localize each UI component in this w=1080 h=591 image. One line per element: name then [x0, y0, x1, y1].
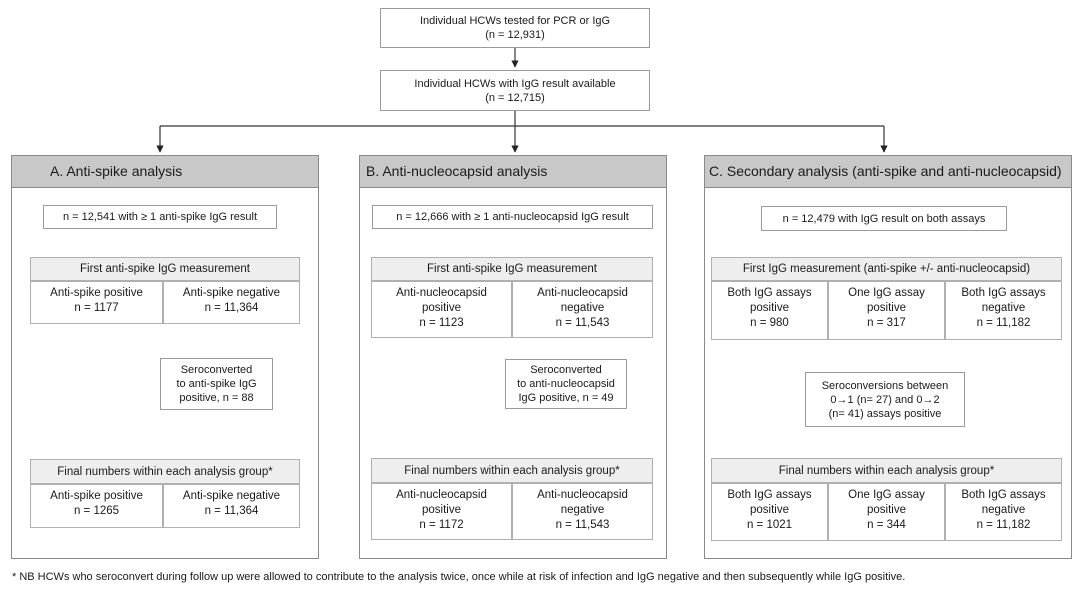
box-tested: Individual HCWs tested for PCR or IgG (n… — [380, 8, 650, 48]
panel-c-fboth-n: n = 1021 — [746, 519, 793, 531]
panel-b-final-text: Final numbers within each analysis group… — [404, 464, 620, 477]
panel-c-final-text: Final numbers within each analysis group… — [778, 464, 995, 477]
panel-a-start-box: n = 12,541 with ≥ 1 anti-spike IgG resul… — [43, 205, 277, 229]
panel-c-fone-label2: positive — [867, 504, 906, 516]
panel-b-final-negative-label2: negative — [560, 504, 605, 516]
panel-b-header: B. Anti-nucleocapsid analysis — [360, 156, 666, 188]
panel-c-both-positive: Both IgG assays positive n = 980 — [711, 281, 828, 340]
panel-c-both-negative: Both IgG assays negative n = 11,182 — [945, 281, 1062, 340]
panel-a-negative-n: n = 11,364 — [204, 302, 259, 314]
panel-b-final-negative-label1: Anti-nucleocapsid — [537, 489, 628, 501]
box-tested-line1: Individual HCWs tested for PCR or IgG — [419, 15, 611, 27]
panel-a-positive: Anti-spike positive n = 1177 — [30, 281, 163, 324]
panel-b-positive-n: n = 1123 — [419, 317, 464, 329]
panel-b-sero-line1: Seroconverted — [530, 364, 602, 376]
panel-a-final-negative-label: Anti-spike negative — [182, 490, 281, 502]
panel-a-positive-n: n = 1177 — [74, 302, 119, 314]
panel-c-first-text: First IgG measurement (anti-spike +/- an… — [742, 263, 1031, 275]
panel-c-seroconversions: Seroconversions between 0→1 (n= 27) and … — [805, 372, 965, 427]
panel-a-title: A. Anti-spike analysis — [50, 163, 183, 179]
panel-c-start-text: n = 12,479 with IgG result on both assay… — [782, 212, 986, 225]
panel-c-one-n: n = 317 — [867, 317, 906, 329]
panel-a-final-negative: Anti-spike negative n = 11,364 — [163, 484, 300, 528]
panel-b-start-box: n = 12,666 with ≥ 1 anti-nucleocapsid Ig… — [372, 205, 653, 229]
box-tested-line2: (n = 12,931) — [485, 29, 545, 41]
panel-c-one-label2: positive — [867, 302, 906, 314]
panel-c-title: C. Secondary analysis (anti-spike and an… — [709, 163, 1062, 179]
panel-b-negative-n: n = 11,543 — [555, 317, 610, 329]
panel-b-final-positive-label2: positive — [422, 504, 461, 516]
panel-a-final-positive-n: n = 1265 — [73, 505, 120, 517]
panel-b-start-text: n = 12,666 with ≥ 1 anti-nucleocapsid Ig… — [396, 211, 629, 223]
panel-a-negative: Anti-spike negative n = 11,364 — [163, 281, 300, 324]
panel-b-positive: Anti-nucleocapsid positive n = 1123 — [371, 281, 512, 338]
panel-c-first-measurement: First IgG measurement (anti-spike +/- an… — [711, 257, 1062, 281]
panel-b-final-positive-label1: Anti-nucleocapsid — [396, 489, 487, 501]
panel-c-sero-line3: (n= 41) assays positive — [828, 407, 942, 420]
panel-b-negative: Anti-nucleocapsid negative n = 11,543 — [512, 281, 653, 338]
panel-c-fone-label1: One IgG assay — [848, 489, 925, 501]
panel-c-neg-label2: negative — [981, 302, 1026, 314]
panel-b-first-text: First anti-spike IgG measurement — [426, 263, 597, 275]
panel-a-start-text: n = 12,541 with ≥ 1 anti-spike IgG resul… — [62, 211, 258, 223]
panel-c-neg-label1: Both IgG assays — [961, 287, 1046, 299]
panel-a-final-positive: Anti-spike positive n = 1265 — [30, 484, 163, 528]
panel-b-sero-line2: to anti-nucleocapsid — [517, 378, 615, 390]
panel-c-final: Final numbers within each analysis group… — [711, 458, 1062, 483]
panel-b-title: B. Anti-nucleocapsid analysis — [366, 163, 548, 179]
panel-c-fboth-label1: Both IgG assays — [727, 489, 812, 501]
panel-c-sero-line1: Seroconversions between — [821, 379, 949, 392]
panel-c-fone-n: n = 344 — [867, 519, 906, 531]
panel-b-negative-label1: Anti-nucleocapsid — [537, 287, 628, 299]
panel-b-final-negative: Anti-nucleocapsid negative n = 11,543 — [512, 483, 653, 540]
panel-c-final-one-positive: One IgG assay positive n = 344 — [828, 483, 945, 541]
panel-a-positive-label: Anti-spike positive — [50, 287, 143, 299]
panel-a-negative-label: Anti-spike negative — [182, 287, 281, 299]
panel-b-positive-label1: Anti-nucleocapsid — [396, 287, 487, 299]
box-igg-available: Individual HCWs with IgG result availabl… — [380, 70, 650, 111]
panel-c-start-box: n = 12,479 with IgG result on both assay… — [761, 206, 1007, 231]
panel-c-neg-n: n = 11,182 — [976, 317, 1031, 329]
panel-c-both-label1: Both IgG assays — [727, 287, 812, 299]
panel-b-seroconverted: Seroconverted to anti-nucleocapsid IgG p… — [505, 359, 627, 409]
panel-a-header: A. Anti-spike analysis — [12, 156, 318, 188]
panel-c-fneg-n: n = 11,182 — [976, 519, 1031, 531]
panel-b-negative-label2: negative — [560, 302, 605, 314]
panel-b-final: Final numbers within each analysis group… — [371, 458, 653, 483]
panel-a-seroconverted: Seroconverted to anti-spike IgG positive… — [160, 358, 273, 410]
panel-a-final: Final numbers within each analysis group… — [30, 459, 300, 484]
box-igg-available-line2: (n = 12,715) — [485, 91, 545, 104]
panel-b-sero-line3: IgG positive, n = 49 — [518, 392, 614, 404]
panel-a-first-text: First anti-spike IgG measurement — [79, 263, 250, 275]
panel-c-fboth-label2: positive — [750, 504, 789, 516]
panel-c-one-positive: One IgG assay positive n = 317 — [828, 281, 945, 340]
box-igg-available-line1: Individual HCWs with IgG result availabl… — [414, 77, 616, 90]
panel-a-final-text: Final numbers within each analysis group… — [57, 465, 273, 478]
panel-c-final-both-positive: Both IgG assays positive n = 1021 — [711, 483, 828, 541]
panel-a-final-positive-label: Anti-spike positive — [50, 490, 143, 502]
panel-a-sero-line2: to anti-spike IgG — [176, 378, 257, 390]
panel-a-first-measurement: First anti-spike IgG measurement — [30, 257, 300, 281]
footnote: * NB HCWs who seroconvert during follow … — [12, 571, 906, 583]
panel-b-positive-label2: positive — [422, 302, 461, 314]
panel-b-final-positive: Anti-nucleocapsid positive n = 1172 — [371, 483, 512, 540]
panel-b-final-negative-n: n = 11,543 — [555, 519, 610, 531]
panel-a-sero-line3: positive, n = 88 — [179, 392, 254, 404]
panel-c-header: C. Secondary analysis (anti-spike and an… — [705, 156, 1071, 188]
panel-b-final-positive-n: n = 1172 — [419, 519, 464, 531]
panel-c-sero-line2: 0→1 (n= 27) and 0→2 — [830, 393, 940, 406]
panel-c-both-label2: positive — [750, 302, 789, 314]
panel-c-both-n: n = 980 — [750, 317, 789, 329]
panel-c-one-label1: One IgG assay — [848, 287, 925, 299]
panel-b-first-measurement: First anti-spike IgG measurement — [371, 257, 653, 281]
panel-a-final-negative-n: n = 11,364 — [204, 505, 259, 517]
panel-c-fneg-label1: Both IgG assays — [961, 489, 1046, 501]
panel-c-fneg-label2: negative — [981, 504, 1026, 516]
panel-a-sero-line1: Seroconverted — [180, 364, 253, 376]
panel-c-final-both-negative: Both IgG assays negative n = 11,182 — [945, 483, 1062, 541]
